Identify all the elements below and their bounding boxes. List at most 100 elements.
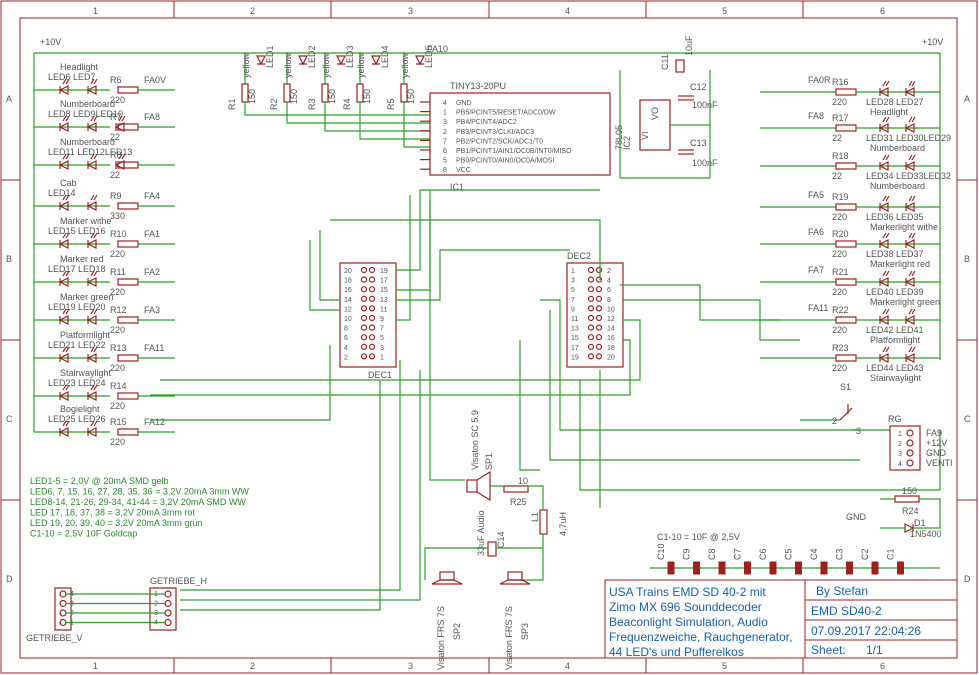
dec-pin-pad (587, 305, 595, 312)
goldcap-body (897, 561, 904, 575)
d1-name: D1 (914, 518, 926, 528)
right-group-leds: LED28 LED27 (866, 97, 924, 107)
led-symbol (86, 391, 97, 401)
switch-s1: S1 2 3 (800, 382, 890, 436)
led-symbol (904, 123, 915, 133)
left-group-title: Cab (60, 178, 77, 188)
dec-pin-left: 15 (571, 335, 579, 342)
led-arrow (62, 153, 70, 160)
goldcap-body (744, 561, 751, 575)
left-group-title: Headlight (60, 62, 99, 72)
title-line: USA Trains EMD SD 40-2 mit (609, 585, 766, 599)
left-group-title: Numberboard (60, 137, 115, 147)
ic2-name: IC2 (622, 136, 632, 150)
dec-pin-left: 10 (344, 316, 352, 323)
l1-body (539, 509, 548, 535)
right-group-title: Platformlight (870, 335, 921, 345)
left-group-val: 220 (110, 249, 125, 259)
dec-pin-pad (587, 276, 595, 283)
title-line: Zimo MX 696 Sounddecoder (609, 600, 762, 614)
dec-pin-left: 4 (344, 345, 348, 352)
c13-name: C13 (690, 138, 707, 148)
c11-name: C11 (660, 54, 670, 70)
left-group-r: R11 (110, 267, 126, 277)
getriebe-v-pad (59, 618, 67, 627)
dec-pin-right: 16 (607, 335, 615, 342)
right-group-leds: LED42 LED41 (866, 325, 924, 335)
left-group-val: 22 (110, 132, 120, 142)
led-arrow (908, 116, 916, 123)
ic1-pin-number: 4 (443, 100, 447, 107)
dec-pin-pad (368, 343, 376, 350)
goldcap-name: C10 (656, 543, 666, 560)
dec-pin-pad (368, 295, 376, 302)
led-symbol (878, 161, 889, 171)
dec-pin-left: 13 (571, 326, 579, 333)
beacon-r-val: 150 (362, 89, 372, 104)
led-symbol (58, 277, 69, 287)
dec-pin-right: 19 (380, 268, 388, 275)
led-symbol (878, 87, 889, 97)
left-group-fa: FA12 (144, 417, 165, 427)
col-label: 6 (880, 661, 885, 671)
dec-pin-pad (587, 286, 595, 293)
led-symbol (878, 315, 889, 325)
ic1-pin-label: PB1/PCINT1/AIN1/OC0B/INT0/MISO (456, 148, 572, 155)
getriebe-h-label: GETRIEBE_H (150, 576, 207, 586)
s1-pin3: 3 (856, 426, 861, 436)
left-resistor (117, 278, 139, 286)
title-block: USA Trains EMD SD 40-2 mit Zimo MX 696 S… (604, 579, 958, 659)
beacon-led-name: LED4 (380, 45, 390, 68)
dec-pin-pad (595, 266, 603, 274)
sp2-name: SP2 (452, 623, 462, 640)
left-resistor (117, 86, 139, 94)
l1-val: 4,7uH (558, 512, 568, 536)
right-group-title: Stairwaylight (870, 373, 922, 383)
led-arrow (90, 232, 98, 239)
right-group-leds: LED38 LED37 (866, 249, 924, 259)
fa10-label: FA10 (427, 44, 448, 54)
left-group-r: R15 (110, 417, 127, 427)
col-label: 6 (880, 6, 885, 16)
right-group-leds: LED36 LED35 (866, 212, 924, 222)
left-group-r: R6 (110, 75, 122, 85)
led-symbol (878, 239, 889, 249)
left-group-fa: FA3 (144, 305, 160, 315)
led-symbol (58, 201, 69, 211)
dec-pin-pad (595, 324, 603, 331)
beacon-to-ic (403, 102, 430, 148)
cap-c13: C13 100nF (678, 138, 718, 168)
left-group-r: R13 (110, 343, 127, 353)
right-group-title: Headlight (870, 107, 909, 117)
goldcap-name: C5 (784, 548, 794, 560)
r25-body (503, 485, 529, 493)
beacon-r-name: R3 (307, 98, 317, 110)
led-arrow (90, 308, 98, 315)
led-arrow (882, 195, 890, 202)
dec-pin-pad (360, 314, 368, 322)
dec-pin-pad (587, 343, 595, 350)
dec-pin-left: 3 (571, 278, 575, 285)
c12-val: 100nF (692, 100, 718, 110)
sp1-name: SP1 (484, 453, 494, 470)
col-label: 5 (722, 6, 727, 16)
getriebe-v-body (54, 587, 72, 631)
left-resistor (117, 428, 139, 436)
ic1-part: TINY13-20PU (450, 81, 506, 91)
ic2-pin-vo: VO (650, 107, 660, 120)
left-group-leds: LED15 LED16 (48, 226, 106, 236)
goldcap-body (846, 561, 853, 575)
beacon-r-name: R2 (269, 98, 279, 110)
led-arrow (908, 154, 916, 161)
title-line: Frequenzweiche, Rauchgenerator, (609, 630, 792, 644)
goldcap-name: C9 (682, 548, 692, 560)
dec-pin-right: 5 (380, 335, 384, 342)
dec-pin-pad (595, 353, 603, 360)
rg-pin-label: +12V (926, 438, 947, 448)
left-group-leds: LED6 LED7 (48, 72, 96, 82)
note-line: LED 19, 20, 39, 40 = 3,2V 20mA 3mm grün (30, 518, 202, 528)
note-line: LED 17, 18, 37, 38 = 3,2V 20mA 3mm rot (30, 508, 195, 518)
dec-pin-right: 18 (607, 345, 615, 352)
